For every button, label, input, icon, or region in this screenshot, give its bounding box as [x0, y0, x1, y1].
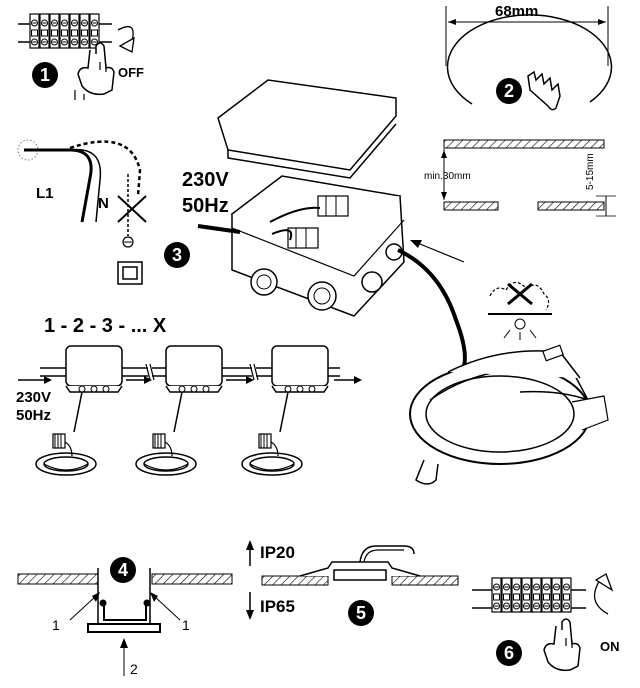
step3-wires — [17, 139, 147, 285]
live-wire-label: L1 — [36, 185, 54, 202]
step4-ceiling — [17, 568, 233, 676]
step2-saw-icon — [527, 70, 561, 111]
ip65-label: IP65 — [260, 597, 295, 616]
step-badge-1: 1 — [32, 62, 58, 88]
step-badge-6: 6 — [496, 640, 522, 666]
junction-box-lid — [217, 79, 397, 179]
ceiling-thickness-label: 5-15mm — [585, 153, 596, 190]
junction-box — [197, 175, 405, 317]
voltage-label: 230V — [182, 169, 229, 191]
chain-frequency-label: 50Hz — [16, 407, 52, 424]
step1-hand-icon — [74, 42, 115, 100]
chain-voltage-label: 230V — [16, 389, 52, 406]
step6-switch-on-icon — [593, 573, 614, 615]
downlight-fixture — [409, 344, 609, 485]
step1-switch-off-icon — [117, 25, 135, 53]
no-insulation-cover-icon — [488, 281, 552, 340]
step2-dimension-line — [445, 6, 609, 66]
step2-cutout-circle — [446, 14, 613, 105]
diameter-label: 68mm — [495, 3, 539, 20]
clip-callout-right: 1 — [182, 617, 190, 633]
step-badge-3: 3 — [164, 242, 190, 268]
step-badge-2: 2 — [496, 78, 522, 104]
lamp-cable — [397, 240, 467, 373]
min-depth-label: min.30mm — [424, 171, 471, 182]
step6-hand-icon — [543, 618, 581, 672]
ip20-label: IP20 — [260, 543, 295, 562]
chain-sequence-label: 1 - 2 - 3 - ... X — [44, 315, 167, 337]
chain-box-2 — [135, 345, 223, 476]
step1-terminal-block — [18, 13, 112, 49]
ceiling-cross-section — [441, 139, 616, 217]
switch-off-label: OFF — [118, 65, 144, 80]
chain-box-3 — [241, 345, 329, 476]
step-badge-5: 5 — [348, 600, 374, 626]
chain-box-1 — [35, 345, 123, 476]
push-callout-bottom: 2 — [130, 661, 138, 677]
switch-on-label: ON — [600, 639, 620, 654]
clip-callout-left: 1 — [52, 617, 60, 633]
frequency-label: 50Hz — [182, 195, 229, 217]
step6-terminal-block — [472, 577, 586, 613]
step-badge-4: 4 — [110, 557, 136, 583]
step5-ip-section — [246, 540, 459, 620]
neutral-wire-label: N — [98, 195, 109, 212]
